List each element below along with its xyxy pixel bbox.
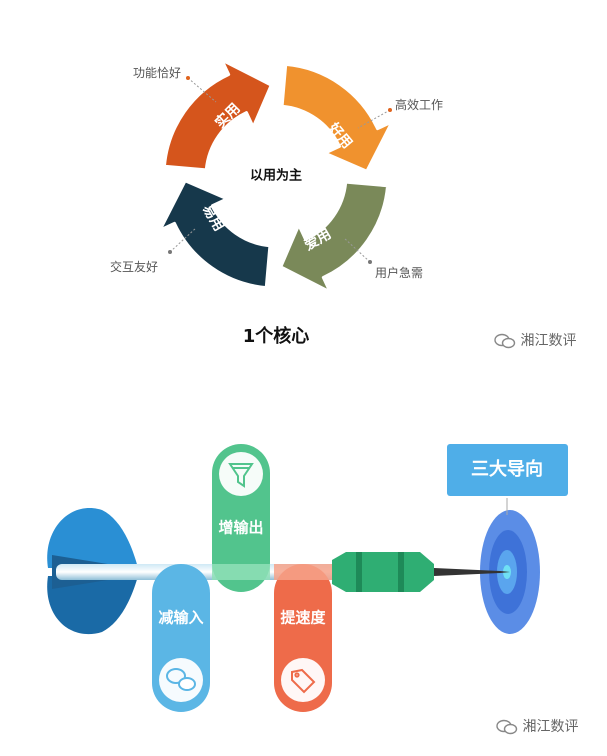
price-tag-icon xyxy=(291,668,316,694)
segment-arc-easy-to-use xyxy=(280,62,394,173)
callout-efficiency: 高效工作 xyxy=(395,98,444,112)
dart-diagram: 三大导向 增输出 减输入 提速度 xyxy=(47,444,568,712)
segment-arc-simple xyxy=(158,179,272,290)
pill-label-increase-output: 增输出 xyxy=(218,519,263,537)
segment-arc-practical xyxy=(162,58,273,172)
guidance-title: 三大导向 xyxy=(471,458,543,480)
funnel-icon xyxy=(228,463,254,488)
wechat-icon xyxy=(494,333,516,349)
core-caption: 1个核心 xyxy=(242,326,310,347)
pill-speed-up xyxy=(274,564,332,712)
pill-label-reduce-input: 减输入 xyxy=(158,609,203,627)
cycle-center-label: 以用为主 xyxy=(250,168,302,184)
pill-reduce-input xyxy=(152,564,210,712)
pill-label-speed-up: 提速度 xyxy=(280,609,326,627)
wechat-icon xyxy=(496,719,518,735)
callout-interaction: 交互友好 xyxy=(110,260,159,274)
chat-bubbles-icon xyxy=(166,668,196,691)
watermark-top: 湘江数评 xyxy=(494,330,576,350)
segment-arc-love-to-use xyxy=(279,180,390,294)
pill-increase-output xyxy=(212,444,270,592)
dart-needle xyxy=(434,568,510,576)
dart-barrel xyxy=(332,552,434,592)
watermark-bottom: 湘江数评 xyxy=(496,716,578,736)
callout-function: 功能恰好 xyxy=(133,66,182,80)
core-cycle-diagram: 实用 好用 爱用 易用 以用为主 xyxy=(158,58,394,294)
guidance-title-box xyxy=(447,444,568,496)
callout-user-need: 用户急需 xyxy=(375,266,424,280)
